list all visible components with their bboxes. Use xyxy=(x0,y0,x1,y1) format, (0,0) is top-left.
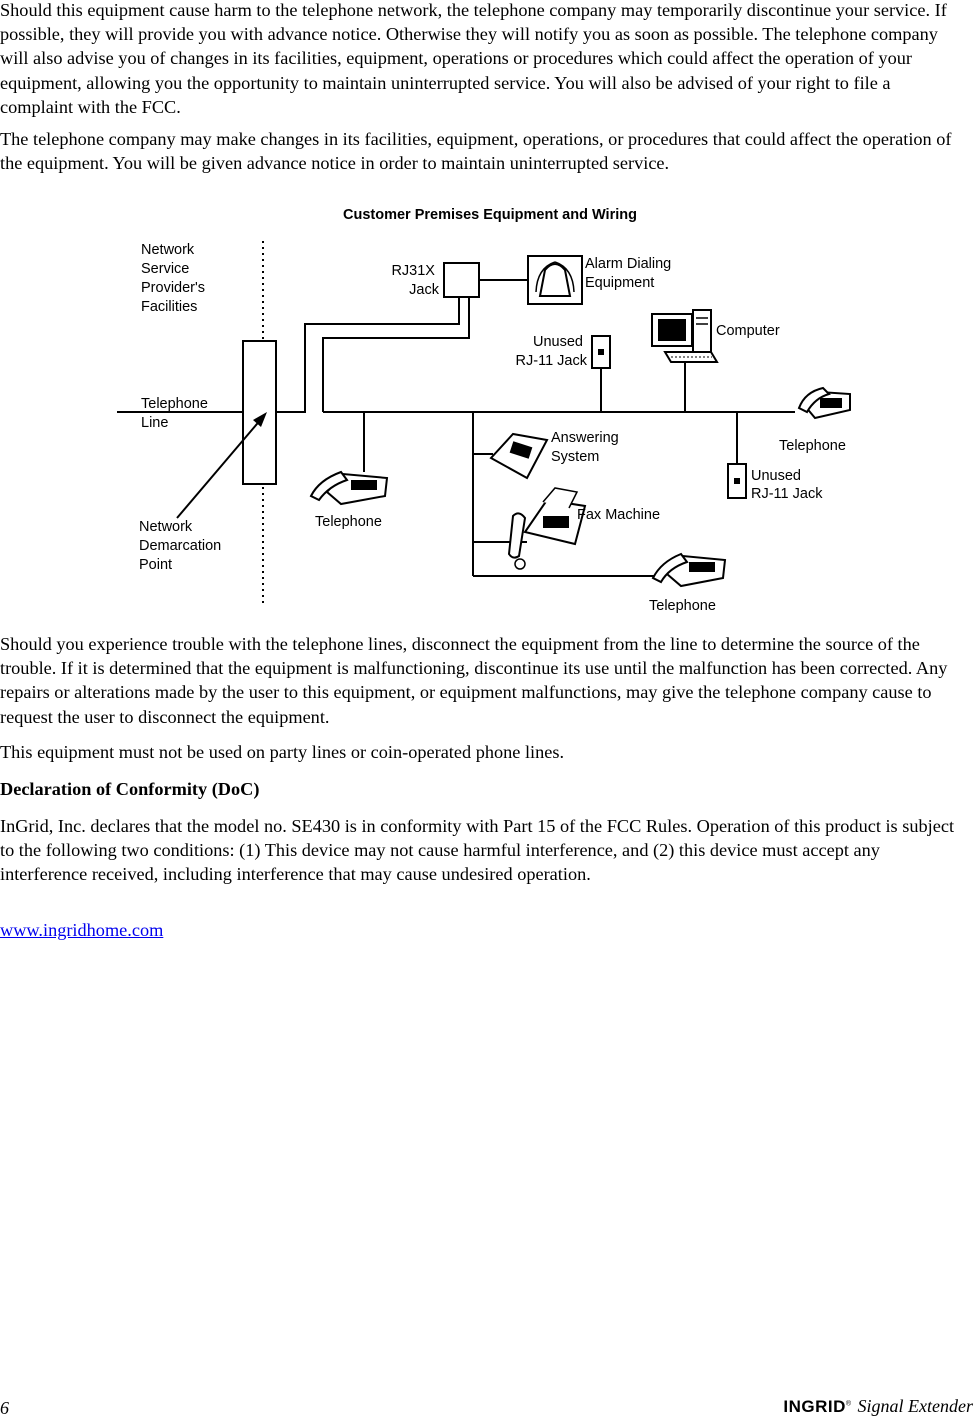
diagram-title: Customer Premises Equipment and Wiring xyxy=(343,207,637,223)
rj31x-jack-label: RJ31X Jack xyxy=(391,263,439,298)
arrow-head xyxy=(253,412,267,427)
computer-label: Computer xyxy=(716,323,780,339)
telephone-right-label: Telephone xyxy=(779,438,846,454)
paragraph-conformity: InGrid, Inc. declares that the model no.… xyxy=(0,816,955,885)
wiring-diagram: Customer Premises Equipment and Wiring N… xyxy=(115,196,865,618)
paragraph-harm-notice: Should this equipment cause harm to the … xyxy=(0,0,947,117)
unused-jack-top-label: Unused RJ-11 Jack xyxy=(516,334,588,369)
paragraph-changes-notice: The telephone company may make changes i… xyxy=(0,129,952,174)
demarcation-point-label: Network Demarcation Point xyxy=(139,519,225,573)
telephone-left-icon xyxy=(309,470,389,506)
website-link[interactable]: www.ingridhome.com xyxy=(0,920,164,940)
heading-declaration: Declaration of Conformity (DoC) xyxy=(0,779,260,799)
telephone-line-label: Telephone Line xyxy=(141,396,212,431)
fax-machine-icon xyxy=(507,487,587,570)
ingrid-logo: INGRID® xyxy=(783,1396,852,1416)
telephone-left-label: Telephone xyxy=(315,514,382,530)
footer-brand: INGRID® Signal Extender xyxy=(783,1396,973,1417)
telephone-bottom-icon xyxy=(651,552,727,588)
demarcation-arrow xyxy=(176,417,263,519)
wire-to-rj31x-in xyxy=(276,297,460,413)
answering-system-label: Answering System xyxy=(551,430,623,465)
paragraph-trouble: Should you experience trouble with the t… xyxy=(0,634,948,727)
telephone-bottom-label: Telephone xyxy=(649,598,716,614)
page-number: 6 xyxy=(0,1398,9,1418)
product-name: Signal Extender xyxy=(857,1396,973,1416)
answering-system-icon xyxy=(489,432,549,480)
computer-icon xyxy=(651,309,719,363)
alarm-bell-icon xyxy=(538,263,572,297)
paragraph-party-lines: This equipment must not be used on party… xyxy=(0,742,565,762)
unused-jack-right-label: Unused RJ-11 Jack xyxy=(751,468,823,502)
telephone-right-icon xyxy=(797,386,851,420)
demarcation-block xyxy=(242,340,277,485)
nsp-facilities-label: Network Service Provider's Facilities xyxy=(141,242,209,315)
alarm-dialing-label: Alarm Dialing Equipment xyxy=(585,256,675,291)
rj31x-jack xyxy=(443,262,480,298)
wire-from-rj31x-out xyxy=(322,297,470,412)
fax-machine-label: Fax Machine xyxy=(577,507,660,523)
